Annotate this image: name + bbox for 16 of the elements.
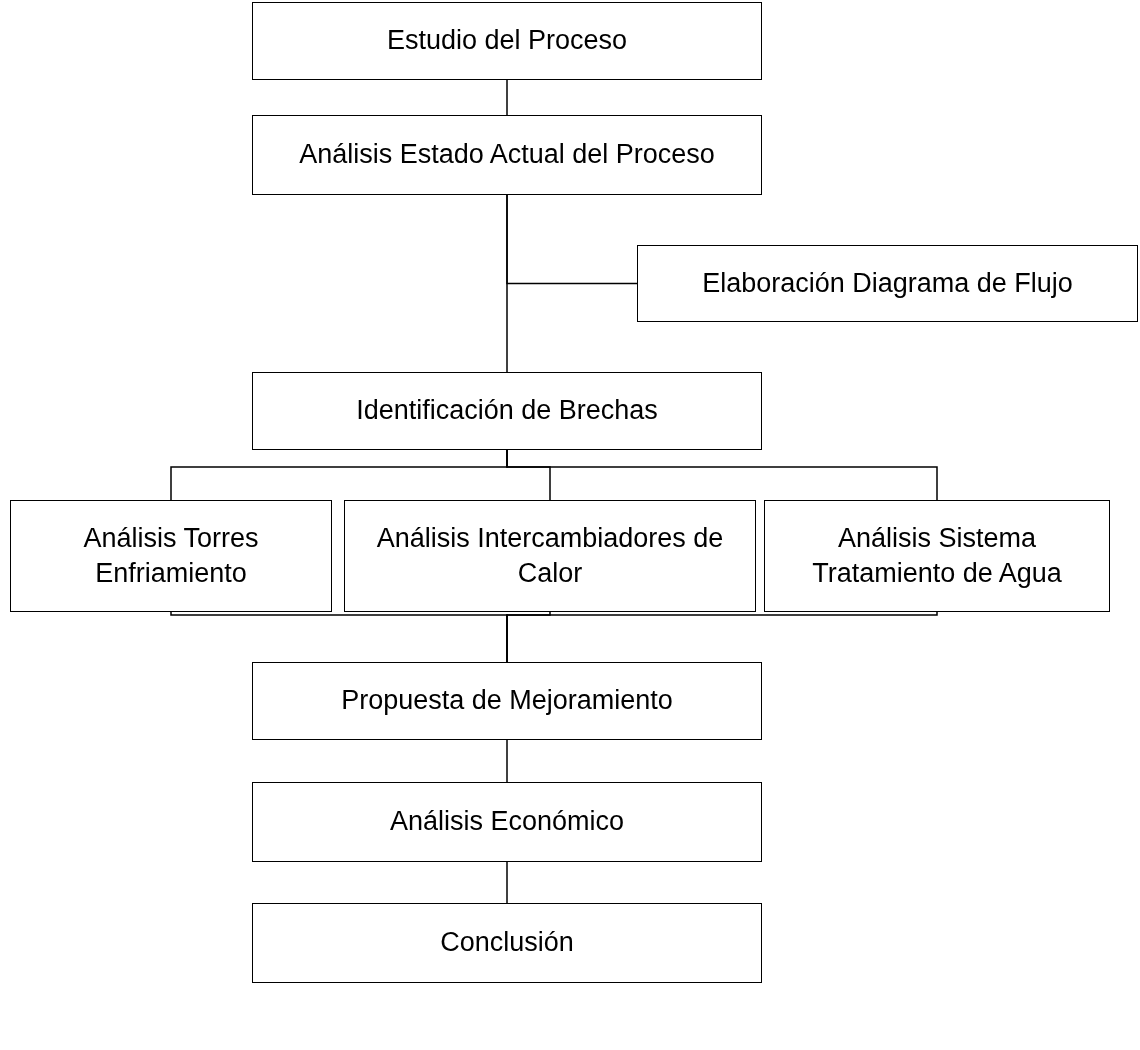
process-box: Análisis Intercambiadores de Calor — [344, 500, 756, 612]
process-box: Análisis Torres Enfriamiento — [10, 500, 332, 612]
connector-line — [506, 79, 508, 116]
connector-line — [506, 611, 938, 663]
connector-line — [506, 194, 638, 285]
process-box: Propuesta de Mejoramiento — [252, 662, 762, 740]
process-box: Identificación de Brechas — [252, 372, 762, 450]
process-box: Análisis Estado Actual del Proceso — [252, 115, 762, 195]
process-box: Conclusión — [252, 903, 762, 983]
process-box: Análisis Económico — [252, 782, 762, 862]
connector-line — [506, 449, 938, 501]
connector-line — [506, 861, 508, 904]
process-box: Análisis Sistema Tratamiento de Agua — [764, 500, 1110, 612]
connector-line — [506, 739, 508, 783]
process-box: Elaboración Diagrama de Flujo — [637, 245, 1138, 322]
process-box: Estudio del Proceso — [252, 2, 762, 80]
